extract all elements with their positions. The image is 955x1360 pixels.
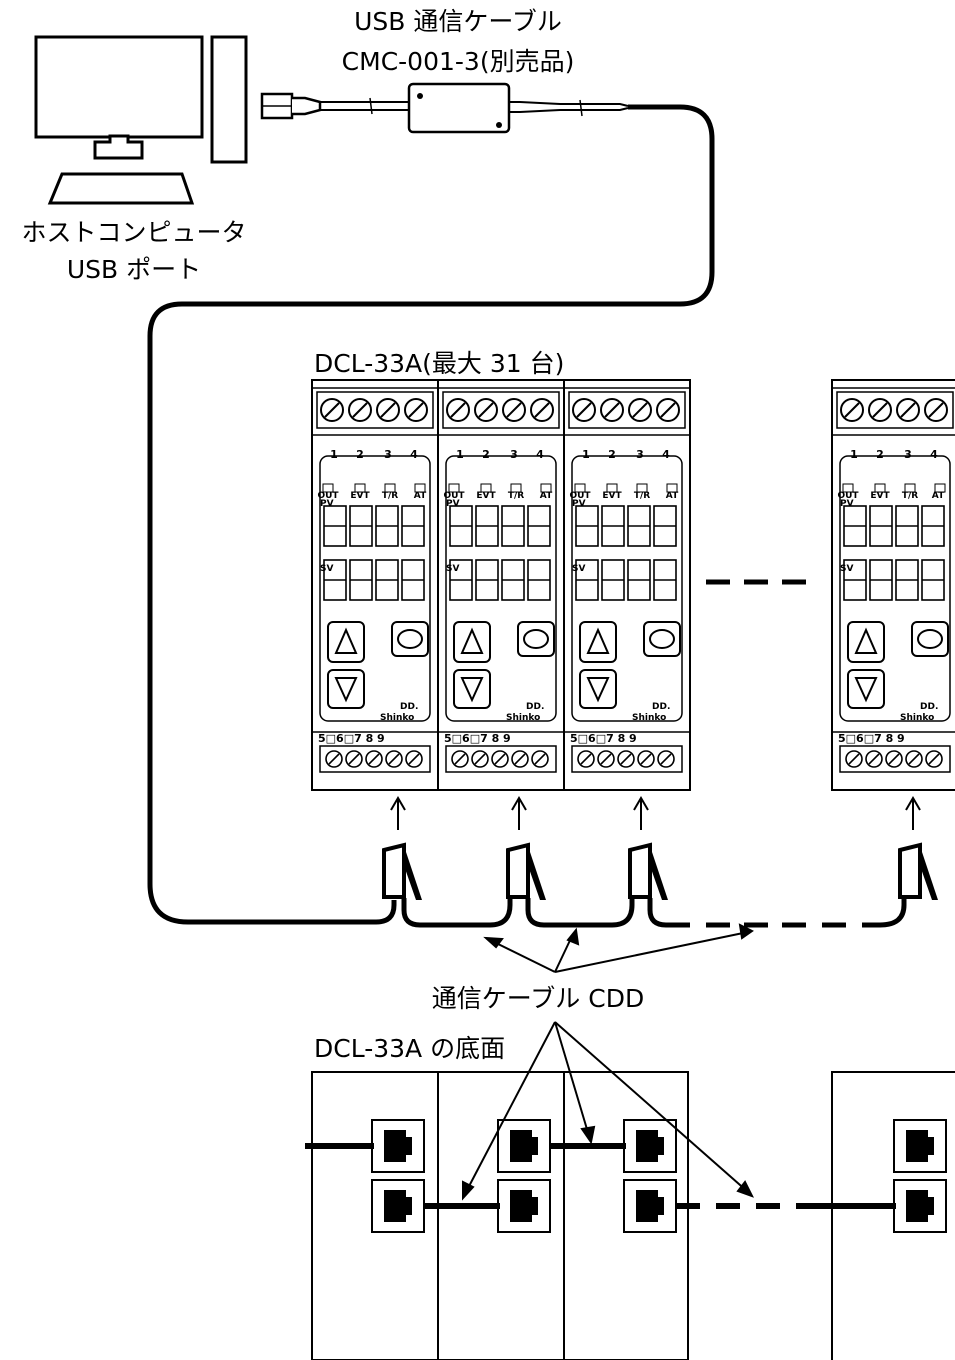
controller-unit-1 xyxy=(311,379,439,791)
svg-text:3: 3 xyxy=(904,448,912,461)
svg-text:4: 4 xyxy=(662,448,670,461)
svg-text:2: 2 xyxy=(356,448,364,461)
svg-text:1: 1 xyxy=(456,448,464,461)
svg-text:4: 4 xyxy=(410,448,418,461)
svg-text:AT: AT xyxy=(540,491,553,501)
controller-unit-2 xyxy=(437,379,565,791)
bottom-pointer-arrows xyxy=(462,1021,755,1201)
host-usb-port-label: USB ポート xyxy=(67,255,201,284)
svg-text:1: 1 xyxy=(330,448,338,461)
svg-text:PV: PV xyxy=(840,499,854,509)
computer-icon xyxy=(34,35,248,205)
svg-text:SV: SV xyxy=(840,564,853,574)
svg-text:SV: SV xyxy=(446,564,459,574)
usb-cable-icon xyxy=(260,82,629,134)
rj-port-3b xyxy=(623,1179,677,1233)
svg-text:3: 3 xyxy=(636,448,644,461)
svg-text:OUT: OUT xyxy=(569,491,591,501)
svg-text:EVT: EVT xyxy=(350,491,370,501)
controller-unit-3 xyxy=(563,379,691,791)
bottom-view-label: DCL-33A の底面 xyxy=(314,1034,505,1063)
usb-cable-model-label: CMC-001-3(別売品) xyxy=(342,47,575,76)
svg-text:5□6□7 8 9: 5□6□7 8 9 xyxy=(838,732,905,745)
svg-text:PV: PV xyxy=(446,499,460,509)
controller-last-text: 1 2 3 4 OUT EVT T/R AT PV SV DD. Shinko … xyxy=(837,448,945,745)
cdd-plug-3 xyxy=(628,843,670,902)
svg-text:PV: PV xyxy=(320,499,334,509)
rj-port-4a xyxy=(893,1119,947,1173)
svg-text:Shinko: Shinko xyxy=(632,713,666,723)
svg-text:EVT: EVT xyxy=(602,491,622,501)
rj-port-3a xyxy=(623,1119,677,1173)
svg-text:3: 3 xyxy=(384,448,392,461)
svg-text:3: 3 xyxy=(510,448,518,461)
svg-text:5□6□7 8 9: 5□6□7 8 9 xyxy=(570,732,637,745)
svg-text:T/R: T/R xyxy=(508,491,524,501)
svg-text:DD.: DD. xyxy=(920,702,938,712)
svg-text:T/R: T/R xyxy=(382,491,398,501)
rj-port-1b xyxy=(371,1179,425,1233)
controller-1-text: 1 2 3 4 OUT EVT T/R AT PV SV DD. Shinko … xyxy=(317,448,427,745)
controllers-label: DCL-33A(最大 31 台) xyxy=(314,349,564,378)
comm-cable-line xyxy=(147,104,715,925)
svg-text:5□6□7 8 9: 5□6□7 8 9 xyxy=(444,732,511,745)
svg-text:EVT: EVT xyxy=(870,491,890,501)
comm-cable-label: 通信ケーブル CDD xyxy=(432,984,644,1013)
svg-text:1: 1 xyxy=(582,448,590,461)
svg-text:DD.: DD. xyxy=(526,702,544,712)
svg-text:2: 2 xyxy=(482,448,490,461)
svg-text:OUT: OUT xyxy=(837,491,859,501)
svg-text:4: 4 xyxy=(930,448,938,461)
usb-cable-label: USB 通信ケーブル xyxy=(354,7,562,36)
bottom-view-housings xyxy=(311,1071,955,1360)
svg-text:T/R: T/R xyxy=(902,491,918,501)
controller-unit-last xyxy=(831,379,955,791)
comm-cable-pointer-arrows xyxy=(483,923,754,973)
svg-text:SV: SV xyxy=(572,564,585,574)
svg-text:4: 4 xyxy=(536,448,544,461)
controller-2-text: 1 2 3 4 OUT EVT T/R AT PV SV DD. Shinko … xyxy=(443,448,553,745)
cdd-plug-2 xyxy=(506,843,548,902)
svg-text:T/R: T/R xyxy=(634,491,650,501)
bottom-cables xyxy=(305,1143,896,1209)
controller-3-text: 1 2 3 4 OUT EVT T/R AT PV SV DD. Shinko … xyxy=(569,448,679,745)
rj-port-4b xyxy=(893,1179,947,1233)
svg-text:2: 2 xyxy=(876,448,884,461)
svg-text:SV: SV xyxy=(320,564,333,574)
cdd-plug-last xyxy=(898,843,940,902)
svg-text:OUT: OUT xyxy=(443,491,465,501)
svg-text:Shinko: Shinko xyxy=(506,713,540,723)
daisy-chain-cables xyxy=(401,898,907,928)
svg-text:OUT: OUT xyxy=(317,491,339,501)
svg-text:Shinko: Shinko xyxy=(380,713,414,723)
svg-text:PV: PV xyxy=(572,499,586,509)
svg-text:AT: AT xyxy=(414,491,427,501)
rj-port-2a xyxy=(497,1119,551,1173)
cdd-plug-1 xyxy=(382,843,424,902)
svg-text:AT: AT xyxy=(932,491,945,501)
svg-text:AT: AT xyxy=(666,491,679,501)
svg-text:DD.: DD. xyxy=(652,702,670,712)
svg-text:DD.: DD. xyxy=(400,702,418,712)
svg-text:EVT: EVT xyxy=(476,491,496,501)
rj-port-2b xyxy=(497,1179,551,1233)
svg-text:Shinko: Shinko xyxy=(900,713,934,723)
host-computer-label: ホストコンピュータ xyxy=(21,218,246,247)
svg-text:5□6□7 8 9: 5□6□7 8 9 xyxy=(318,732,385,745)
plug-direction-arrows xyxy=(390,796,921,830)
svg-text:1: 1 xyxy=(850,448,858,461)
svg-text:2: 2 xyxy=(608,448,616,461)
rj-port-1a xyxy=(371,1119,425,1173)
